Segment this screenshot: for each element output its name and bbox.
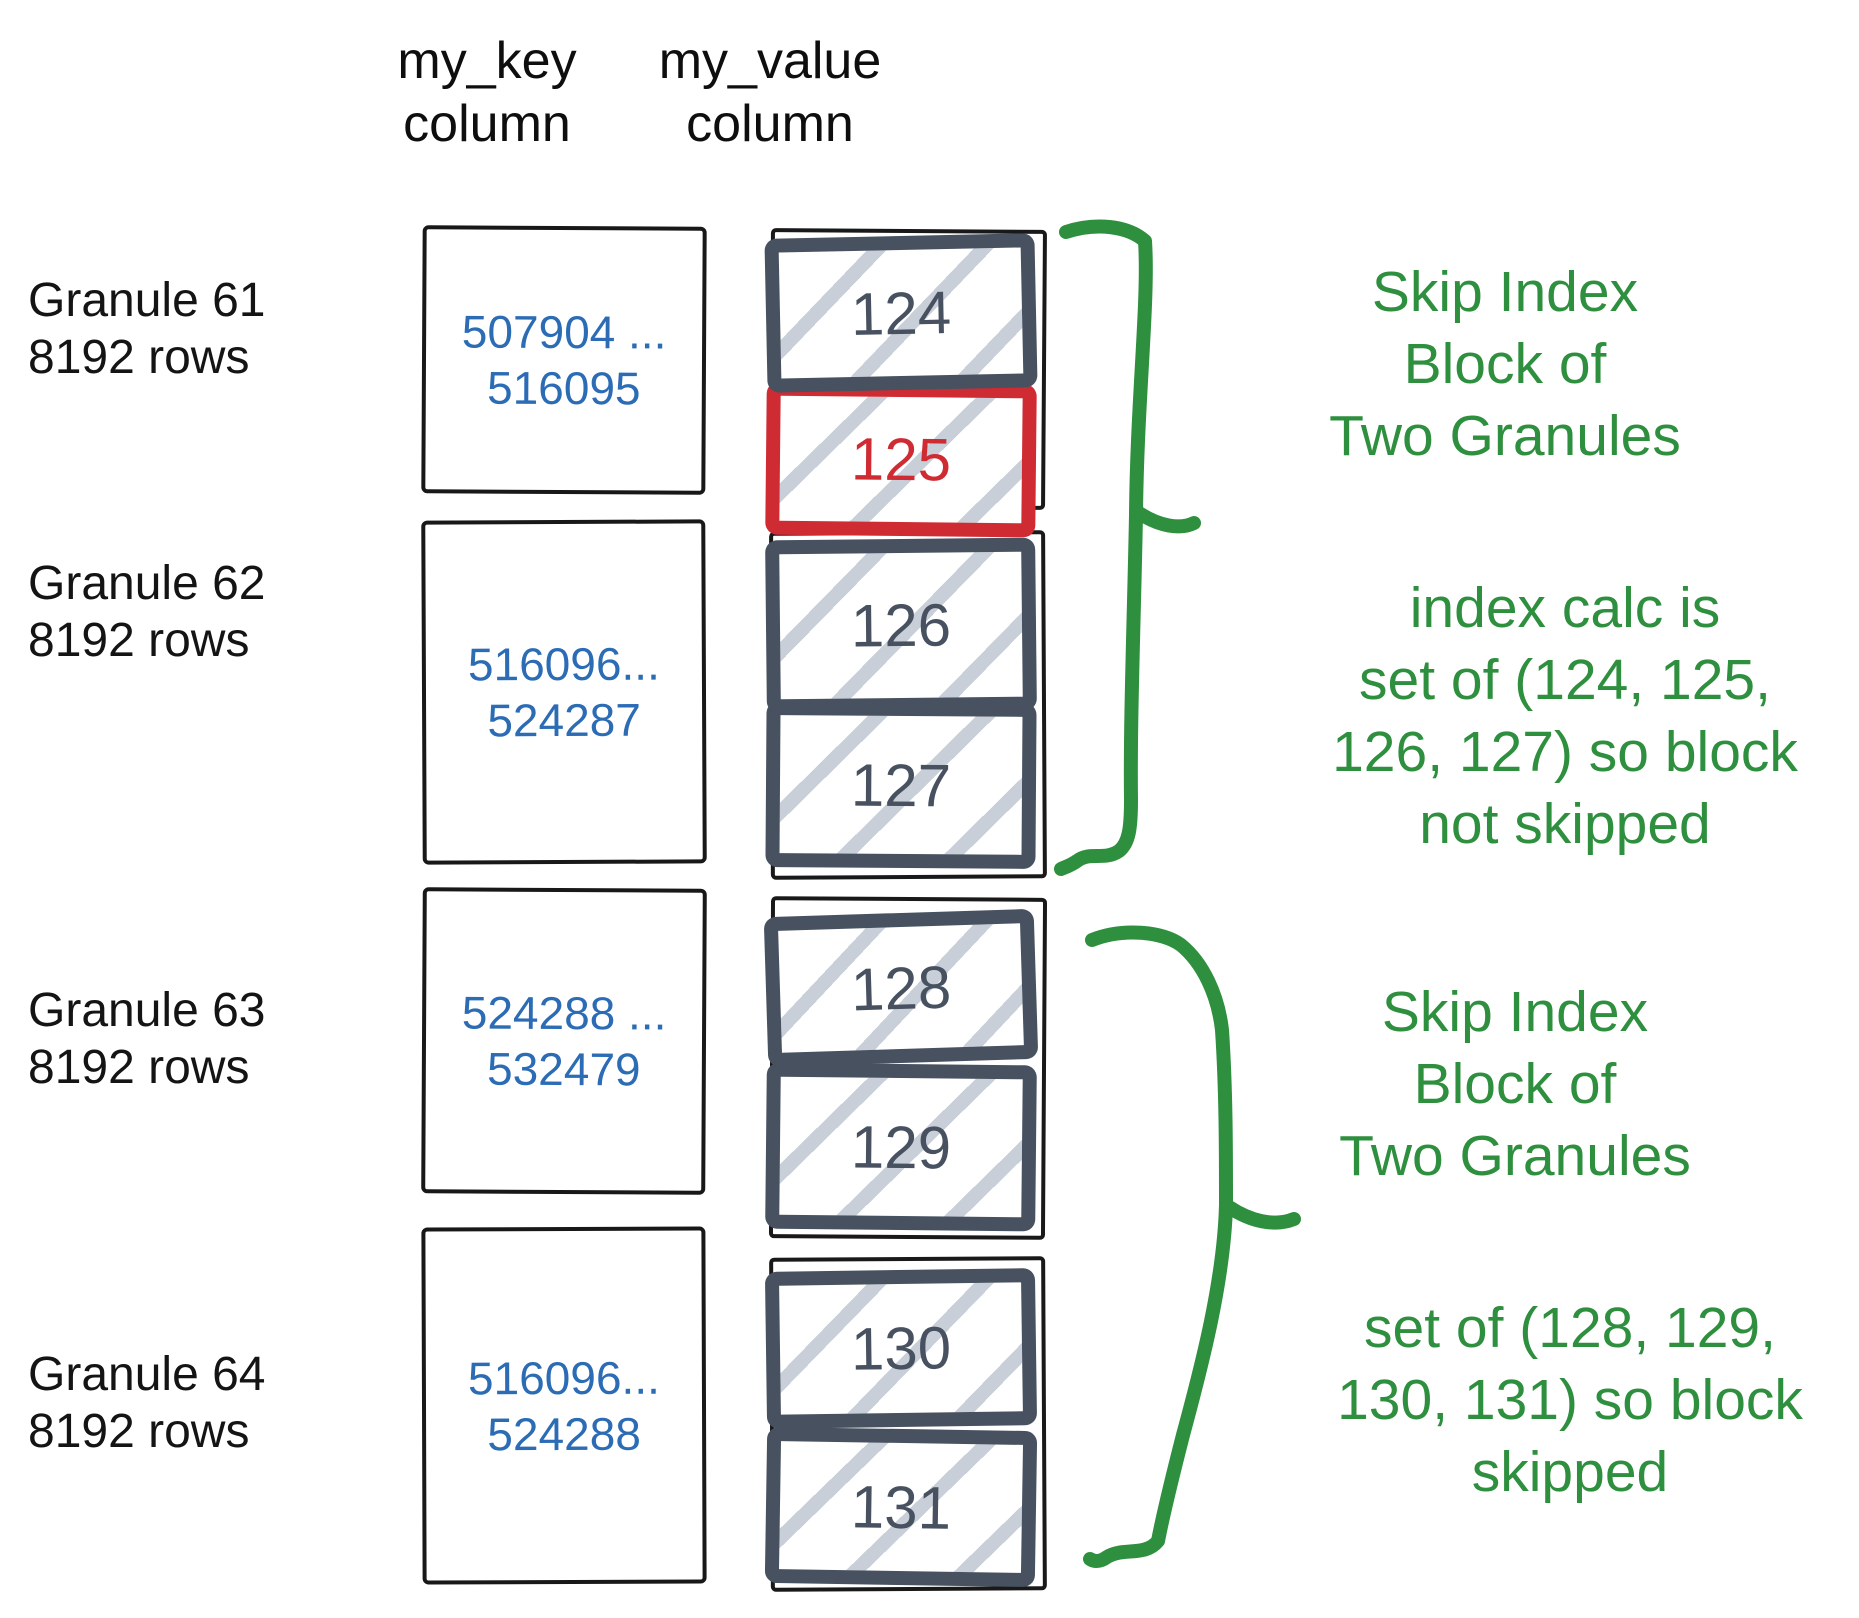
granule-rows: 8192 rows [28, 331, 250, 384]
value-block-125-highlighted: 125 [765, 381, 1037, 538]
value-block-128: 128 [763, 908, 1039, 1068]
key-range-min: 516096... [467, 637, 660, 691]
value-block-label: 124 [850, 278, 952, 348]
annotation-line: 130, 131) so block [1337, 1368, 1803, 1432]
brace-granule-pair-top [1054, 219, 1153, 876]
value-block-label: 129 [850, 1112, 952, 1182]
key-range: 507904 ... 516095 [461, 303, 667, 416]
value-block-124: 124 [764, 233, 1038, 393]
granule-name: Granule 64 [28, 1348, 266, 1401]
granule-name: Granule 61 [28, 274, 266, 327]
value-block-label: 128 [849, 952, 953, 1024]
column-header-key: my_key column [312, 30, 662, 156]
brace-granule-pair-top-tick [1132, 506, 1201, 534]
key-box-granule-61: 507904 ... 516095 [421, 225, 707, 495]
key-range-min: 507904 ... [461, 305, 667, 359]
annotation-line: not skipped [1419, 792, 1711, 856]
annotation-line: Two Granules [1339, 1124, 1691, 1188]
value-block-label: 131 [850, 1472, 952, 1542]
annotation-line: Block of [1403, 332, 1607, 396]
key-box-granule-62: 516096... 524287 [421, 519, 707, 865]
granule-name: Granule 63 [28, 984, 266, 1037]
granule-label-63: Granule 63 8192 rows [28, 982, 308, 1096]
value-block-129: 129 [765, 1062, 1037, 1232]
key-range-max: 532479 [486, 1042, 641, 1096]
brace-granule-pair-bottom-tick [1222, 1200, 1301, 1230]
value-block-label: 127 [850, 751, 952, 819]
annotation-line: Skip Index [1371, 260, 1639, 324]
annotation-line: set of (124, 125, [1359, 648, 1771, 712]
value-block-126: 126 [765, 537, 1037, 714]
key-range-min: 516096... [467, 1351, 660, 1404]
column-header-value-line2: column [686, 95, 854, 153]
granule-rows: 8192 rows [28, 1041, 250, 1094]
column-header-key-line2: column [403, 95, 571, 153]
column-header-value-line1: my_value [658, 32, 882, 90]
value-block-130: 130 [764, 1268, 1038, 1429]
annotation-line: skipped [1471, 1440, 1669, 1504]
column-header-value: my_value column [595, 30, 945, 156]
annotation-set-skipped: set of (128, 129, 130, 131) so block ski… [1280, 1292, 1859, 1508]
annotation-skip-index-block-2: Skip Index Block of Two Granules [1215, 976, 1815, 1192]
annotation-index-calc-not-skipped: index calc is set of (124, 125, 126, 127… [1275, 572, 1855, 860]
key-box-granule-63: 524288 ... 532479 [421, 887, 707, 1195]
key-range-max: 524287 [487, 693, 641, 747]
annotation-line: Skip Index [1381, 980, 1649, 1044]
value-block-label: 130 [850, 1314, 952, 1383]
column-header-key-line1: my_key [397, 32, 577, 90]
value-block-label: 126 [850, 591, 952, 660]
value-block-131: 131 [764, 1426, 1038, 1588]
granule-label-61: Granule 61 8192 rows [28, 272, 308, 386]
value-block-127: 127 [765, 701, 1037, 869]
annotation-line: Block of [1413, 1052, 1617, 1116]
granule-rows: 8192 rows [28, 614, 250, 667]
key-range: 516096... 524288 [468, 1349, 660, 1462]
annotation-skip-index-block-1: Skip Index Block of Two Granules [1205, 256, 1805, 472]
granule-label-62: Granule 62 8192 rows [28, 555, 308, 669]
granule-label-64: Granule 64 8192 rows [28, 1346, 308, 1460]
value-block-label: 125 [850, 425, 952, 494]
key-range: 524288 ... 532479 [461, 984, 667, 1097]
granule-rows: 8192 rows [28, 1405, 250, 1458]
granule-name: Granule 62 [28, 557, 266, 610]
brace-granule-pair-bottom [1083, 925, 1233, 1568]
annotation-line: Two Granules [1329, 404, 1681, 468]
annotation-line: set of (128, 129, [1364, 1296, 1776, 1360]
key-range: 516096... 524287 [468, 636, 660, 749]
annotation-line: index calc is [1409, 576, 1721, 640]
key-range-max: 524288 [487, 1407, 641, 1460]
key-box-granule-64: 516096... 524288 [421, 1226, 707, 1585]
annotation-line: 126, 127) so block [1332, 720, 1798, 784]
key-range-max: 516095 [486, 361, 641, 415]
key-range-min: 524288 ... [461, 986, 667, 1040]
